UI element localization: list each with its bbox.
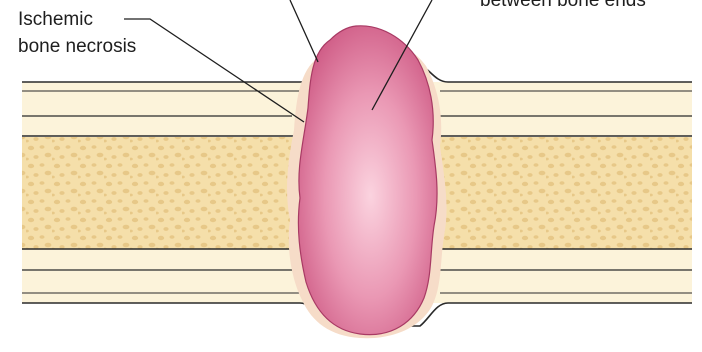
top-left-leader-line bbox=[290, 0, 318, 62]
fracture-hematoma bbox=[298, 26, 437, 335]
ischemic-label-line1: Ischemic bbox=[18, 8, 93, 31]
between-bone-ends-label: between bone ends bbox=[480, 0, 646, 12]
ischemic-label-line2: bone necrosis bbox=[18, 35, 136, 58]
